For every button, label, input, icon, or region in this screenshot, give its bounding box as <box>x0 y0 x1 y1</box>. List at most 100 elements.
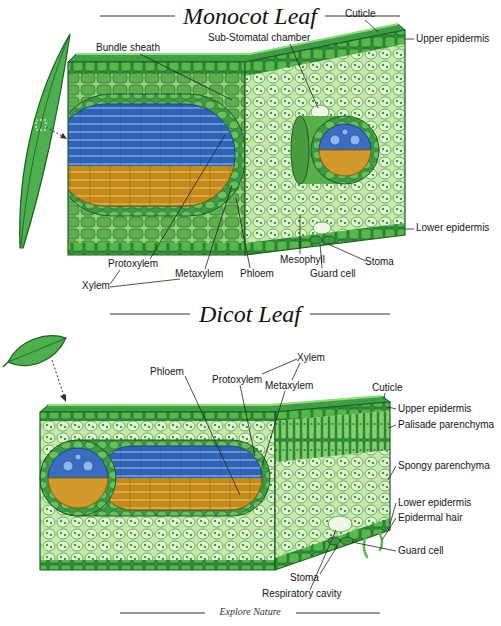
part-label: Mesophyll <box>280 254 325 266</box>
part-label: Spongy parenchyma <box>398 460 490 472</box>
heading-rule <box>120 613 205 614</box>
dicot-section <box>48 478 108 508</box>
monocot-section <box>330 135 340 145</box>
leader-line <box>384 393 385 399</box>
monocot-leaf-icon <box>21 38 68 246</box>
dicot-section <box>48 448 108 478</box>
part-label: Respiratory cavity <box>262 588 341 600</box>
monocot-section <box>245 223 405 255</box>
part-label: Xylem <box>82 280 110 292</box>
part-label: Palisade parenchyma <box>398 419 494 431</box>
leader-line <box>205 185 232 269</box>
dicot-section <box>100 446 262 510</box>
leader-line <box>388 425 396 428</box>
part-label: Protoxylem <box>212 374 262 386</box>
dicot-section <box>48 396 382 405</box>
leader-line <box>320 545 338 574</box>
part-label: Xylem <box>297 352 325 364</box>
dicot-section <box>83 461 93 471</box>
monocot-section <box>55 94 245 216</box>
heading-rule <box>310 314 390 315</box>
monocot-section <box>319 124 371 150</box>
dicot-section <box>40 560 275 570</box>
leader-line <box>292 363 300 380</box>
dicot-section <box>364 539 367 557</box>
part-label: Cuticle <box>372 382 403 394</box>
monocot-section <box>245 30 405 255</box>
monocot-section <box>310 236 322 244</box>
monocot-leaf-icon <box>60 133 67 139</box>
dicot-section <box>100 478 262 510</box>
part-label: Upper epidermis <box>416 33 489 45</box>
part-label: Bundle sheath <box>96 42 160 54</box>
leader-line <box>150 135 225 259</box>
part-label: Phloem <box>240 268 274 280</box>
part-label: Phloem <box>150 366 184 378</box>
dicot-section <box>275 402 390 570</box>
dicot-leaf-icon <box>52 360 64 396</box>
part-label: Stoma <box>365 256 394 268</box>
leader-line <box>110 270 120 284</box>
leader-line <box>390 503 396 524</box>
part-label: Lower epidermis <box>416 222 489 234</box>
leader-line <box>388 466 396 480</box>
leader-line <box>290 44 318 108</box>
part-label: Protoxylem <box>108 258 158 270</box>
leader-line <box>140 54 232 100</box>
monocot-section <box>55 62 245 255</box>
dicot-section <box>40 440 270 516</box>
dicot-section <box>63 461 73 471</box>
heading-rule <box>296 613 380 614</box>
heading-rule <box>110 314 190 315</box>
monocot-section <box>342 129 348 135</box>
leader-line <box>365 20 378 32</box>
monocot-section <box>313 222 331 234</box>
leader-line <box>110 20 414 590</box>
part-label: Guard cell <box>398 545 444 557</box>
leader-line <box>405 39 414 40</box>
dicot-section <box>275 402 390 570</box>
monocot-section <box>291 116 309 184</box>
heading-rule <box>100 16 175 17</box>
leader-line <box>110 279 180 287</box>
dicot-section <box>275 411 390 462</box>
leader-line <box>240 385 255 456</box>
dicot-leaf-icon <box>3 362 8 367</box>
part-label: Lower epidermis <box>398 497 471 509</box>
dicot-section <box>40 412 275 421</box>
part-label: Guard cell <box>310 268 356 280</box>
leader-line <box>388 407 396 409</box>
leader-line <box>405 229 414 230</box>
leader-line <box>236 198 250 268</box>
dicot-section <box>40 440 116 516</box>
part-label: Stoma <box>290 572 319 584</box>
dicot-section <box>328 516 352 532</box>
monocot-section <box>350 135 360 145</box>
leader-line <box>262 391 285 466</box>
part-label: Epidermal hair <box>398 512 462 524</box>
part-label: Upper epidermis <box>398 403 471 415</box>
part-label: Sub-Stomatal chamber <box>208 32 310 44</box>
dicot-leaf-icon <box>3 336 66 402</box>
monocot-section <box>245 30 405 255</box>
monocot-section <box>55 24 405 255</box>
monocot-section <box>55 166 235 206</box>
section-heading: Monocot Leaf <box>183 2 317 30</box>
leader-line <box>382 518 396 540</box>
dicot-section <box>40 396 390 570</box>
dicot-leaf-icon <box>8 338 66 362</box>
monocot-section <box>245 30 405 255</box>
dicot-leaf-icon <box>60 394 66 402</box>
dicot-section <box>40 412 275 570</box>
dicot-leaf-icon <box>8 336 66 366</box>
leader-line <box>300 215 301 254</box>
monocot-leaf-icon <box>36 120 46 130</box>
part-label: Cuticle <box>345 8 376 20</box>
monocot-section <box>311 116 379 184</box>
part-label: Metaxylem <box>265 380 313 392</box>
leader-line <box>352 542 396 551</box>
monocot-section <box>68 62 245 74</box>
dicot-section <box>100 478 262 510</box>
monocot-leaf-icon <box>20 34 70 248</box>
monocot-section <box>319 150 371 176</box>
